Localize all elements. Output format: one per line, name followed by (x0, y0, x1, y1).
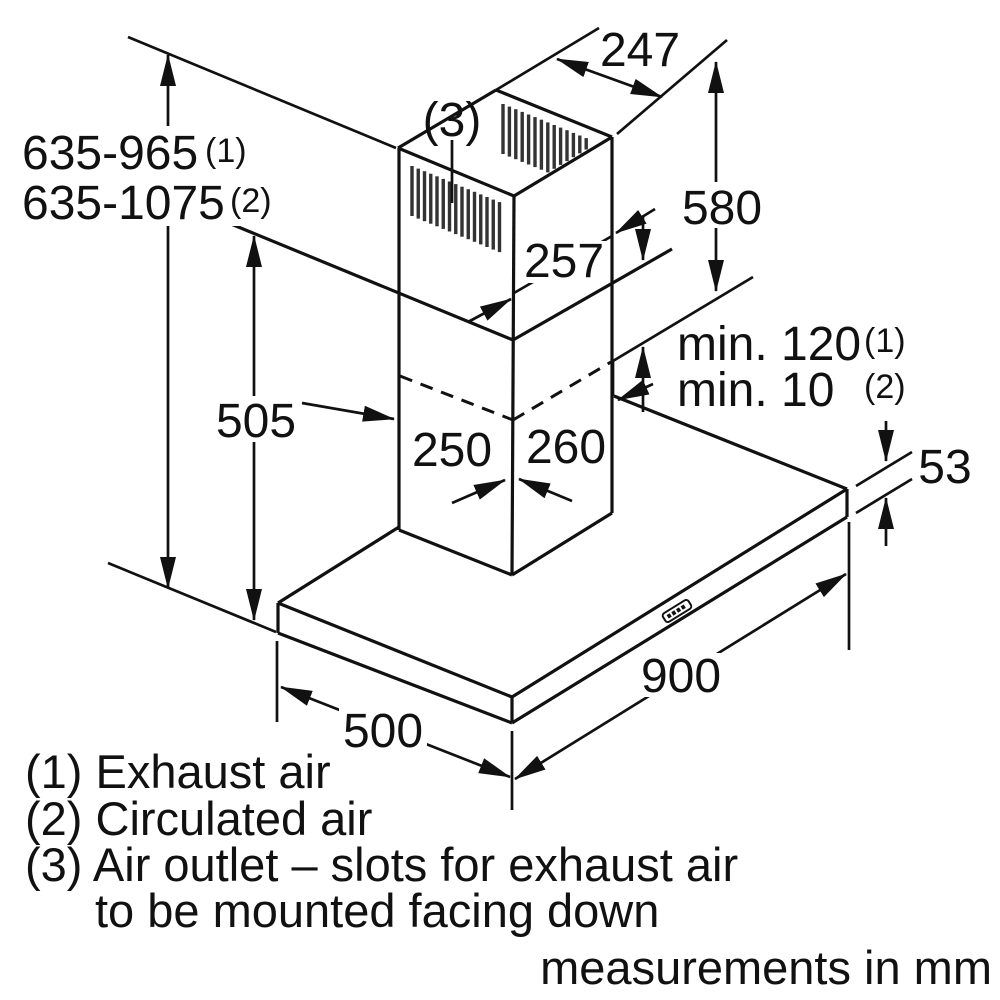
air-outlet-slots-rear (501, 104, 588, 173)
label-overall-height-circulated: 635-1075 (22, 177, 225, 230)
label-overall-height-circulated-ref: (2) (230, 182, 272, 220)
label-canopy-edge-height: 53 (918, 441, 971, 494)
legend-item-air-outlet-line2: to be mounted facing down (95, 884, 659, 937)
label-lower-section-height: 505 (216, 395, 296, 448)
label-hood-depth: 500 (343, 705, 423, 758)
dimension-labels: 635-965 (1) 635-1075 (2) 247 580 (3) 257… (22, 24, 972, 758)
label-overall-height-exhaust: 635-965 (22, 127, 198, 180)
telescope-overlap-dashed-line (399, 374, 514, 422)
label-air-outlet-ref: (3) (423, 94, 482, 147)
label-overall-height-exhaust-ref: (1) (205, 132, 247, 170)
label-chimney-top-width: 247 (600, 24, 680, 77)
units-note: measurements in mm (540, 941, 992, 994)
label-min-clearance-exhaust-ref: (1) (864, 322, 906, 360)
chimney-upper-section (397, 88, 614, 576)
legend-item-exhaust-air: (1) Exhaust air (25, 745, 331, 798)
legend: (1) Exhaust air (2) Circulated air (3) A… (25, 745, 992, 994)
label-chimney-width-right: 260 (526, 421, 606, 474)
legend-item-circulated-air: (2) Circulated air (25, 792, 372, 845)
label-chimney-width-left: 250 (412, 424, 492, 477)
label-min-clearance-exhaust: min. 120 (677, 318, 861, 371)
label-chimney-top-depth: 257 (524, 235, 604, 288)
label-min-clearance-circulated: min. 10 (677, 364, 834, 417)
legend-item-air-outlet: (3) Air outlet – slots for exhaust air (25, 838, 738, 891)
label-min-clearance-circulated-ref: (2) (864, 368, 906, 406)
air-outlet-slots-front (410, 166, 502, 253)
telescope-overlap-dashed-line (512, 360, 612, 422)
label-hood-width: 900 (641, 650, 721, 703)
label-chimney-upper-height: 580 (682, 182, 762, 235)
